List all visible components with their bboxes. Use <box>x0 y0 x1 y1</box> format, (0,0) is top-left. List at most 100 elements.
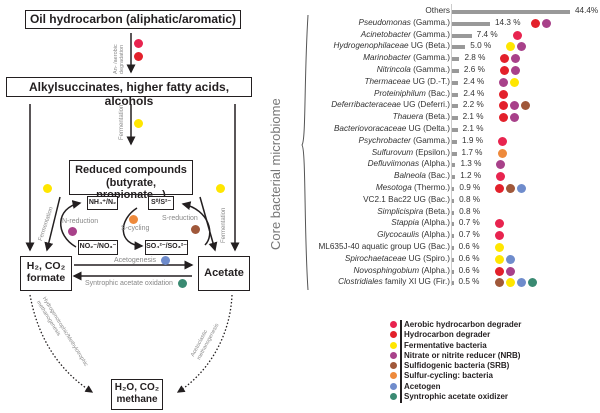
n-reduction-label: N-reduction <box>62 218 99 225</box>
taxon-label: Marinobacter (Gamma.) <box>363 53 450 62</box>
aerobic-degrader-dot <box>134 39 143 48</box>
taxon-label: Acinetobacter (Gamma.) <box>361 30 450 39</box>
function-dots <box>499 77 520 87</box>
aerobic-dot <box>496 172 506 182</box>
taxon-name-italic: Marinobacter <box>363 53 411 63</box>
abundance-label: 1.3 % <box>460 159 482 169</box>
chart-row: Psychrobacter (Gamma.)1.9 % <box>300 136 600 148</box>
abundance-label: 14.3 % <box>495 17 521 27</box>
taxon-name-italic: Clostridiales <box>338 277 383 287</box>
s0-box: S⁰/S²⁻ <box>148 196 174 210</box>
taxon-label: Glycocaulis (Alpha.) <box>377 230 450 239</box>
chart-row: Stappia (Alpha.)0.7 % <box>300 218 600 230</box>
function-dots <box>495 184 527 193</box>
hydrocarbon-dot <box>494 266 504 276</box>
nrb-dot <box>68 227 77 236</box>
taxon-name-plain: (Beta.) <box>423 112 450 122</box>
taxon-name-plain: (Epsilon.) <box>413 147 450 157</box>
function-dots <box>499 66 520 75</box>
hydrocarbon-dot <box>498 113 508 123</box>
methane-box: H₂O, CO₂ methane <box>111 379 163 410</box>
abundance-bar <box>452 33 472 38</box>
pathway-arrows <box>25 33 240 393</box>
abundance-label: 5.0 % <box>470 41 492 51</box>
taxon-name-italic: Thauera <box>392 112 424 122</box>
chart-axis <box>451 4 452 286</box>
srb-legend-dot <box>390 362 397 370</box>
nrb-legend-dot <box>390 351 397 359</box>
chart-row: Thauera (Beta.)2.1 % <box>300 112 600 124</box>
taxon-name-plain: (Gamma.) <box>410 53 450 63</box>
function-dots <box>494 266 515 276</box>
abundance-label: 0.7 % <box>458 218 480 228</box>
nrb-dot <box>505 266 515 276</box>
abundance-label: 0.5 % <box>458 277 480 287</box>
chart-row: Deferribacteraceae UG (Deferri.)2.2 % <box>300 100 600 112</box>
hydrocarbon-dot <box>498 101 508 111</box>
taxon-name-plain: (Beta.) <box>423 206 450 216</box>
nrb-dot <box>509 101 519 111</box>
function-dots <box>496 172 506 182</box>
taxon-name-italic: Bacteriovoracaceae <box>333 124 407 133</box>
taxon-name-italic: Psychrobacter <box>358 135 411 145</box>
abundance-bar <box>452 269 454 274</box>
function-dots <box>499 89 509 99</box>
taxon-label: Pseudomonas (Gamma.) <box>359 18 450 27</box>
taxon-label: Bacteriovoracaceae UG (Delta.) <box>334 124 450 133</box>
fermentative-dot <box>494 243 504 252</box>
hydrocarbon-dot <box>499 89 509 99</box>
acetogenesis-label: Acetogenesis <box>114 257 157 264</box>
chart-row: Acinetobacter (Gamma.) 7.4 % <box>300 30 600 42</box>
hydrocarbon-dot <box>531 18 540 28</box>
taxon-name-plain: (Alpha.) <box>419 230 450 240</box>
function-dots <box>494 278 537 288</box>
abundance-label: 0.8 % <box>459 194 481 204</box>
nh4-box: NH₄⁺/N₂ <box>87 196 118 210</box>
nrb-dot <box>517 42 527 52</box>
chart-row: Bacteriovoracaceae UG (Delta.)2.1 % <box>300 124 600 136</box>
aerobic-dot <box>494 219 504 229</box>
taxon-name-plain: UG (D.-T.) <box>410 76 450 86</box>
legend-label: Hydrocarbon degrader <box>404 330 491 340</box>
taxon-name-italic: Sulfurovum <box>371 147 414 157</box>
taxon-name-plain: (Alpha.) <box>419 265 450 275</box>
function-dots <box>498 101 530 111</box>
abundance-bar <box>452 80 459 85</box>
abundance-bar <box>452 257 454 262</box>
taxon-name-plain: (Thermo.) <box>411 183 450 192</box>
taxon-label: Thauera (Beta.) <box>393 112 450 121</box>
taxon-name-italic: Simplicispira <box>377 206 424 216</box>
taxon-label: Mesotoga (Thermo.) <box>376 183 450 192</box>
abundance-label: 7.4 % <box>476 29 498 39</box>
chart-row: Spirochaetaceae UG (Spiro.)0.6 % <box>300 254 600 266</box>
taxon-name-plain: UG (Spiro.) <box>406 253 450 263</box>
taxon-label: Simplicispira (Beta.) <box>377 207 450 216</box>
abundance-bar <box>452 128 458 132</box>
taxon-label: Thermaceae UG (D.-T.) <box>364 77 450 86</box>
abundance-label: 1.2 % <box>460 171 482 181</box>
abundance-bar <box>452 234 454 239</box>
taxon-name-plain: Others <box>425 6 450 15</box>
abundance-label: 0.6 % <box>458 242 480 251</box>
abundance-label: 0.7 % <box>458 230 480 240</box>
methane-line: methane <box>116 393 158 405</box>
taxon-name-italic: Thermaceae <box>364 76 411 86</box>
taxon-label: Spirochaetaceae UG (Spiro.) <box>345 254 450 263</box>
taxon-name-plain: (Bac.) <box>425 171 450 181</box>
syntrophic-dot <box>527 278 537 288</box>
taxon-label: Balneola (Bac.) <box>394 171 450 180</box>
srb-dot <box>520 101 530 111</box>
chart-row: Simplicispira (Beta.)0.8 % <box>300 207 600 219</box>
arrow-hydrogenotrophic <box>29 294 94 393</box>
syntrophic-dot <box>178 279 187 288</box>
syntrophic-label: Syntrophic acetate oxidation <box>85 280 173 287</box>
acetogen-dot <box>517 184 527 193</box>
taxon-label: ML635J-40 aquatic group UG (Bac.) <box>318 242 450 251</box>
fermentative-legend-dot <box>390 341 397 349</box>
abundance-label: 1.9 % <box>462 135 483 145</box>
abundance-bar <box>452 45 466 50</box>
taxon-name-italic: Novosphingobium <box>353 265 420 275</box>
fermentative-dot <box>505 278 515 288</box>
taxon-label: Novosphingobium (Alpha.) <box>354 266 451 275</box>
taxon-label: VC2.1 Bac22 UG (Bac.) <box>363 195 450 204</box>
